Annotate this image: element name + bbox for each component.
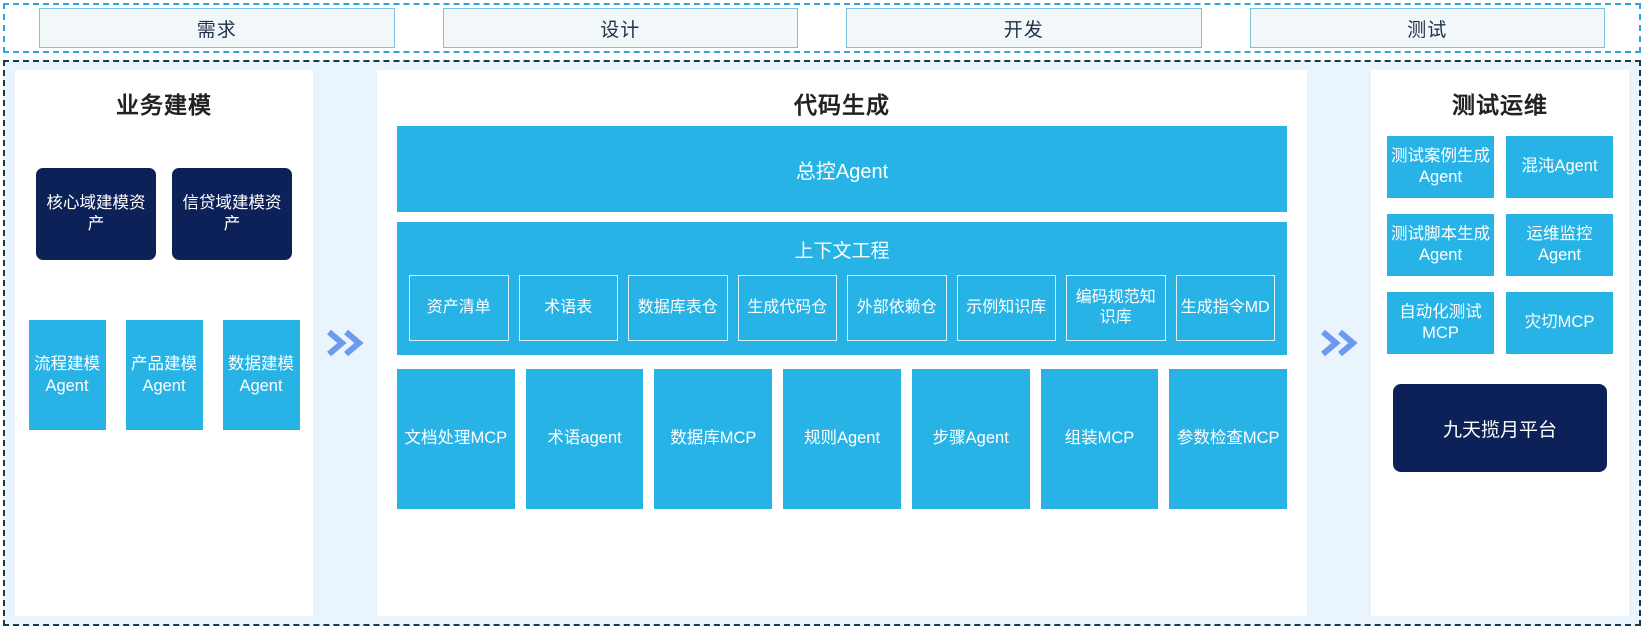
context-item-external-dependency-repo[interactable]: 外部依赖仓 (847, 275, 947, 341)
stage-label: 开发 (1003, 19, 1044, 41)
stage-label: 设计 (600, 19, 641, 41)
tool-glossary-agent[interactable]: 术语agent (525, 369, 644, 509)
context-item-coding-standard-knowledge-base[interactable]: 编码规范知识库 (1066, 275, 1166, 341)
column-title-test-operations: 测试运维 (1452, 92, 1548, 118)
main-panel: 业务建模 核心域建模资产 信贷域建模资产 流程建模Agent 产品建模Agent… (3, 60, 1641, 626)
column-code-generation: 代码生成 总控Agent 上下文工程 资产清单 术语表 数据库表仓 生成代码仓 … (377, 70, 1307, 616)
disaster-switch-mcp[interactable]: 灾切MCP (1506, 292, 1613, 354)
context-item-label: 示例知识库 (966, 299, 1047, 316)
context-item-label: 数据库表仓 (637, 299, 718, 316)
tool-label: 文档处理MCP (404, 429, 508, 448)
tool-parameter-check-mcp[interactable]: 参数检查MCP (1169, 369, 1288, 509)
test-operations-grid: 测试案例生成Agent 混沌Agent 测试脚本生成Agent 运维监控Agen… (1387, 136, 1613, 354)
tool-label: 参数检查MCP (1176, 429, 1280, 448)
column-title-code-generation: 代码生成 (794, 92, 890, 118)
stage-box-design[interactable]: 设计 (442, 8, 798, 48)
item-label: 测试脚本生成Agent (1391, 224, 1490, 264)
item-label: 运维监控Agent (1526, 224, 1593, 264)
stage-label: 需求 (196, 19, 237, 41)
context-engineering-title: 上下文工程 (794, 241, 890, 262)
test-script-generation-agent[interactable]: 测试脚本生成Agent (1387, 214, 1494, 276)
column-business-modeling: 业务建模 核心域建模资产 信贷域建模资产 流程建模Agent 产品建模Agent… (15, 70, 313, 616)
context-item-row: 资产清单 术语表 数据库表仓 生成代码仓 外部依赖仓 示例知识库 编码规范知识库… (409, 275, 1275, 341)
stage-label: 测试 (1407, 19, 1448, 41)
asset-credit-domain[interactable]: 信贷域建模资产 (172, 168, 292, 260)
modeling-agent-row: 流程建模Agent 产品建模Agent 数据建模Agent (28, 320, 300, 430)
stage-box-testing[interactable]: 测试 (1249, 8, 1605, 48)
item-label: 灾切MCP (1524, 313, 1595, 332)
context-item-asset-list[interactable]: 资产清单 (409, 275, 509, 341)
tool-label: 规则Agent (803, 429, 881, 448)
context-engineering-block: 上下文工程 资产清单 术语表 数据库表仓 生成代码仓 外部依赖仓 示例知识库 编… (397, 222, 1287, 355)
chaos-agent[interactable]: 混沌Agent (1506, 136, 1613, 198)
item-label: 自动化测试MCP (1399, 302, 1482, 342)
column-title-business-modeling: 业务建模 (116, 92, 212, 118)
tool-row: 文档处理MCP 术语agent 数据库MCP 规则Agent 步骤Agent 组… (397, 369, 1288, 509)
platform-label: 九天揽月平台 (1442, 419, 1557, 441)
agent-label: 流程建模Agent (34, 354, 100, 395)
tool-database-mcp[interactable]: 数据库MCP (654, 369, 773, 509)
stage-box-requirements[interactable]: 需求 (39, 8, 395, 48)
agent-product-modeling[interactable]: 产品建模Agent (125, 320, 203, 430)
tool-label: 术语agent (547, 429, 622, 448)
context-item-db-table-repo[interactable]: 数据库表仓 (628, 275, 728, 341)
item-label: 混沌Agent (1521, 157, 1598, 176)
stage-strip: 需求 设计 开发 测试 (3, 3, 1641, 53)
test-case-generation-agent[interactable]: 测试案例生成Agent (1387, 136, 1494, 198)
asset-label: 核心域建模资产 (46, 193, 146, 233)
asset-row: 核心域建模资产 信贷域建模资产 (36, 168, 292, 260)
tool-document-processing-mcp[interactable]: 文档处理MCP (397, 369, 515, 509)
agent-label: 产品建模Agent (131, 354, 197, 395)
tool-label: 数据库MCP (670, 429, 757, 448)
context-item-label: 生成代码仓 (747, 299, 828, 316)
tool-rule-agent[interactable]: 规则Agent (783, 369, 901, 509)
agent-process-modeling[interactable]: 流程建模Agent (28, 320, 106, 430)
context-item-glossary[interactable]: 术语表 (518, 275, 618, 341)
tool-label: 组装MCP (1064, 429, 1135, 448)
operations-monitoring-agent[interactable]: 运维监控Agent (1506, 214, 1613, 276)
chevron-right-icon-left (313, 70, 377, 616)
test-operations-body: 测试案例生成Agent 混沌Agent 测试脚本生成Agent 运维监控Agen… (1371, 126, 1629, 472)
master-agent-label: 总控Agent (795, 160, 889, 183)
automated-test-mcp[interactable]: 自动化测试MCP (1387, 292, 1494, 354)
context-item-generated-code-repo[interactable]: 生成代码仓 (737, 275, 837, 341)
tool-label: 步骤Agent (932, 429, 1009, 448)
chevron-right-icon-right (1307, 70, 1371, 616)
item-label: 测试案例生成Agent (1391, 146, 1490, 186)
context-item-label: 外部依赖仓 (856, 299, 937, 316)
context-item-generation-instruction-md[interactable]: 生成指令MD (1175, 275, 1275, 341)
context-item-example-knowledge-base[interactable]: 示例知识库 (956, 275, 1056, 341)
platform-box[interactable]: 九天揽月平台 (1393, 384, 1607, 472)
stage-box-development[interactable]: 开发 (846, 8, 1202, 48)
master-agent-box[interactable]: 总控Agent (397, 126, 1287, 212)
context-item-label: 术语表 (544, 299, 593, 316)
asset-core-domain[interactable]: 核心域建模资产 (36, 168, 156, 260)
tool-assembly-mcp[interactable]: 组装MCP (1040, 369, 1159, 509)
context-item-label: 编码规范知识库 (1075, 289, 1156, 326)
asset-label: 信贷域建模资产 (182, 193, 282, 233)
code-generation-body: 总控Agent 上下文工程 资产清单 术语表 数据库表仓 生成代码仓 外部依赖仓… (377, 126, 1307, 523)
agent-data-modeling[interactable]: 数据建模Agent (222, 320, 300, 430)
context-item-label: 资产清单 (426, 299, 491, 316)
agent-label: 数据建模Agent (228, 354, 294, 395)
column-test-operations: 测试运维 测试案例生成Agent 混沌Agent 测试脚本生成Agent 运维监… (1371, 70, 1629, 616)
context-item-label: 生成指令MD (1180, 299, 1270, 316)
tool-step-agent[interactable]: 步骤Agent (911, 369, 1030, 509)
